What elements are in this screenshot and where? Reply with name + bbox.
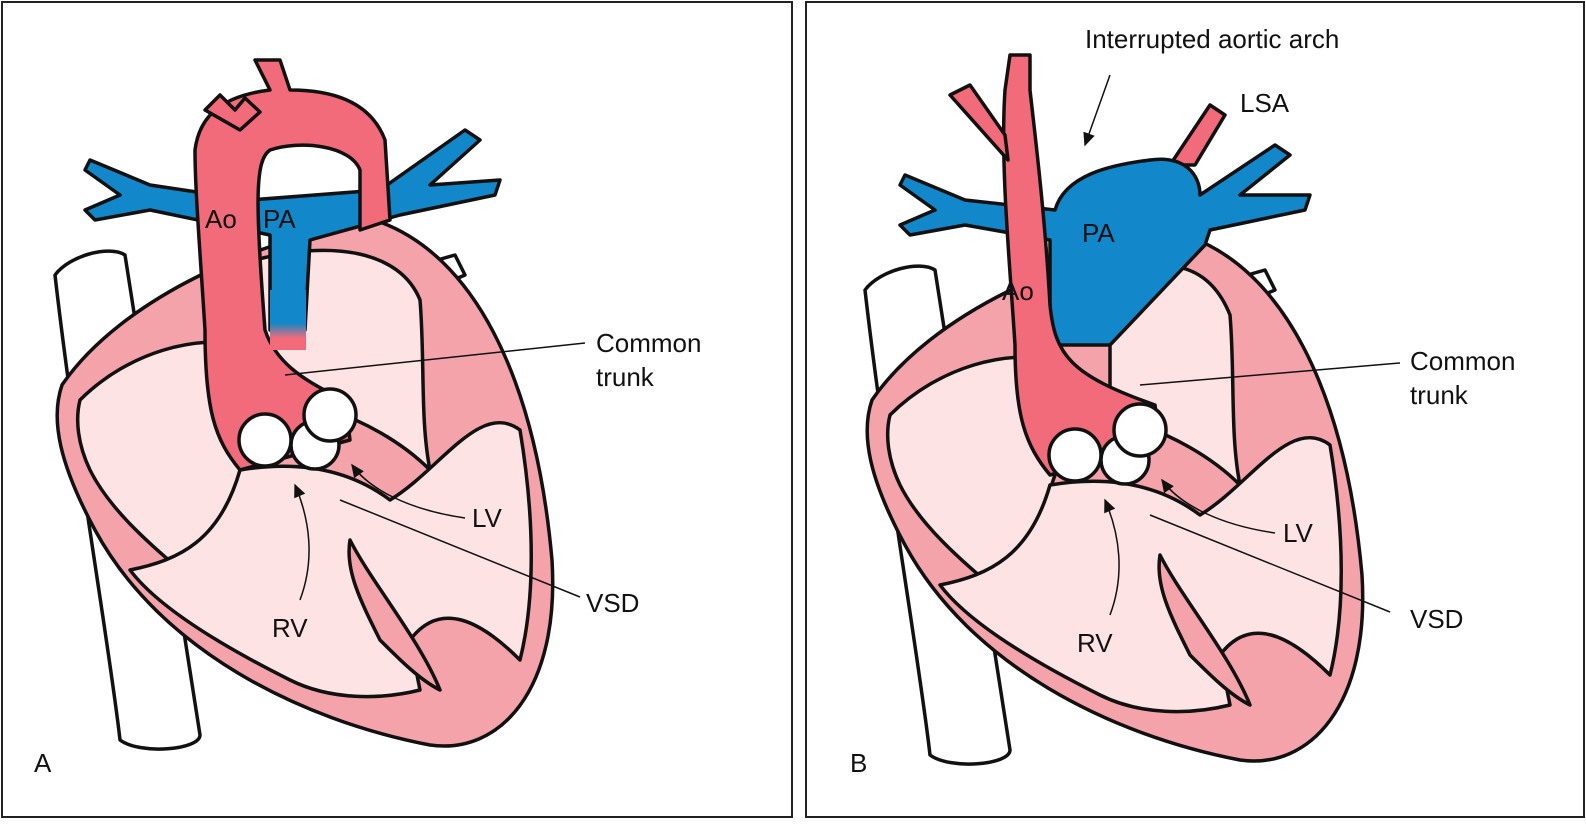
label-pa: PA (1082, 218, 1115, 248)
label-rv: RV (272, 613, 308, 643)
ventricles (938, 436, 1343, 714)
ventricles (128, 421, 533, 699)
aorta (1001, 53, 1162, 477)
septum (347, 538, 442, 692)
pulmonary-artery (83, 128, 502, 332)
label-ao: Ao (1002, 276, 1034, 306)
label-common: Common (1410, 346, 1515, 376)
label-trunk: trunk (596, 362, 655, 392)
label-vsd: VSD (586, 588, 639, 618)
panel-letter-a: A (34, 748, 52, 778)
arch-branch (948, 83, 1010, 162)
panel-b: Interrupted aortic arch LSA Ao PA Common… (805, 1, 1585, 818)
label-lv: LV (472, 503, 503, 533)
label-lv: LV (1283, 518, 1314, 548)
label-trunk: trunk (1410, 380, 1469, 410)
arch-branch (203, 93, 262, 132)
label-vsd: VSD (1410, 604, 1463, 634)
panel-a: Ao PA Common trunk LV RV VSD A (1, 1, 793, 818)
label-lsa: LSA (1240, 88, 1290, 118)
truncal-valve (1047, 402, 1168, 486)
label-pa: PA (263, 204, 296, 234)
truncal-valve (237, 387, 358, 471)
left-atrium (1108, 263, 1242, 487)
septum (1157, 553, 1252, 707)
aorta (193, 58, 392, 472)
panel-letter-b: B (850, 748, 867, 778)
label-ao: Ao (205, 204, 237, 234)
label-rv: RV (1077, 628, 1113, 658)
label-common: Common (596, 328, 701, 358)
label-interrupted-aortic-arch: Interrupted aortic arch (1085, 24, 1339, 54)
